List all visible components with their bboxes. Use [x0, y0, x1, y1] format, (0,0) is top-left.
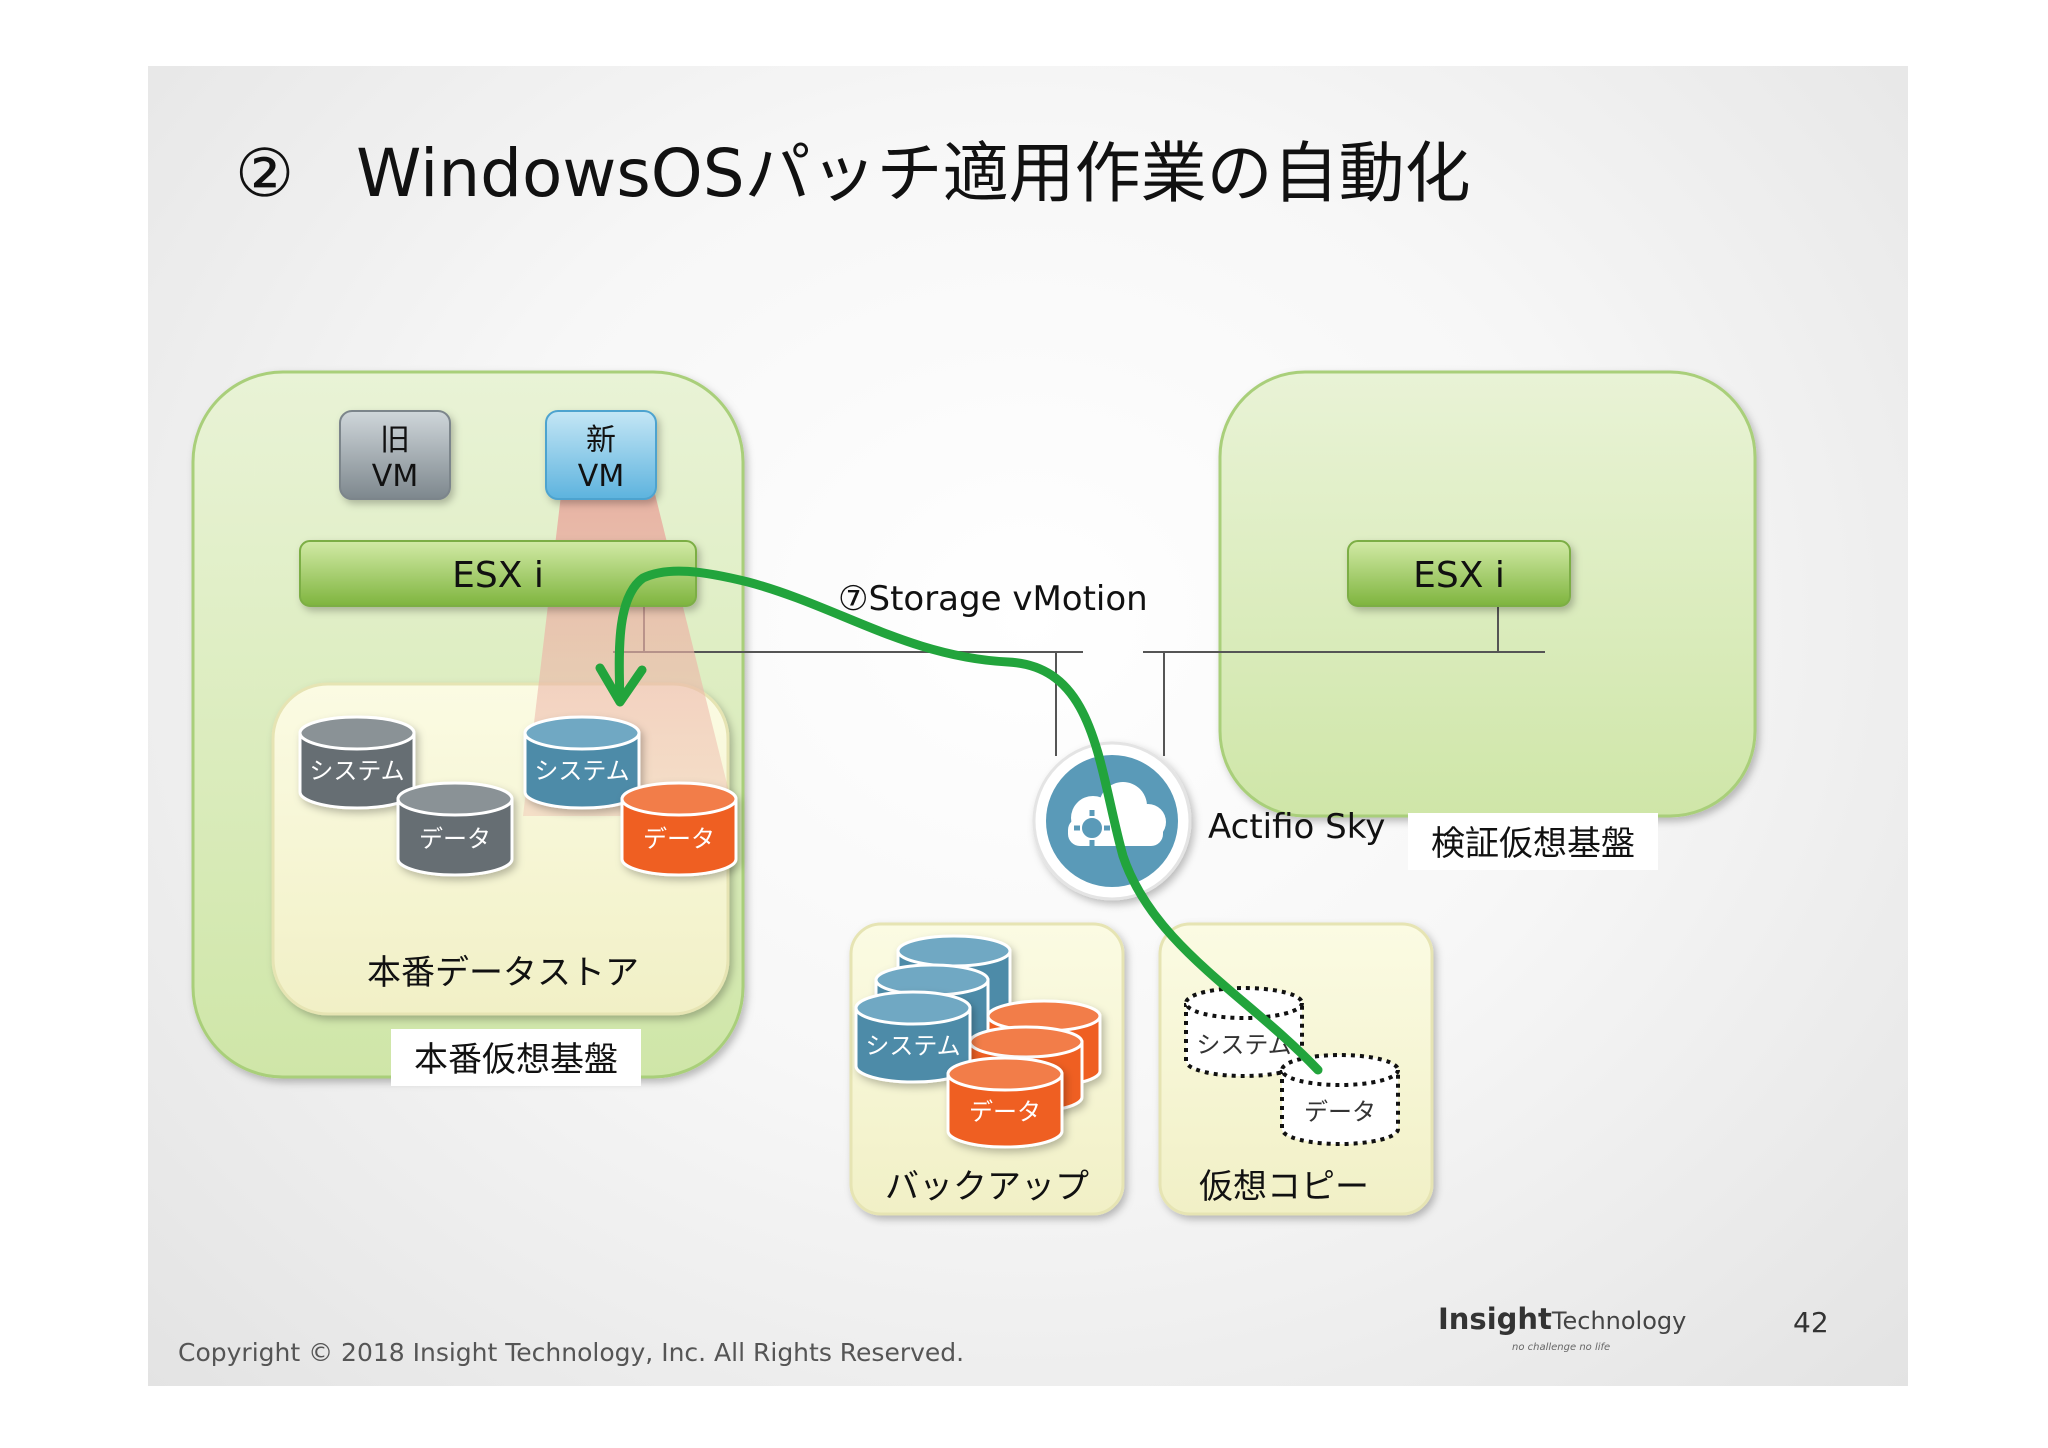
- prod-data-cylinder: [396, 781, 514, 877]
- new-vm-line1: 新: [586, 423, 616, 458]
- esxi-right: [1347, 540, 1571, 607]
- new-system-cylinder: [523, 715, 641, 810]
- logo-tagline: no challenge no life: [1512, 1342, 1611, 1353]
- old-vm-line2: VM: [372, 459, 418, 494]
- vcopy-data-label: データ: [1304, 1098, 1376, 1126]
- esxi-right-label: ESX i: [1413, 555, 1505, 596]
- prod-system-cylinder: [298, 715, 416, 810]
- old-vm-line1: 旧: [380, 423, 410, 458]
- prod-datastore-label: 本番データストア: [367, 953, 639, 993]
- esxi-left-label: ESX i: [452, 555, 544, 596]
- gear-icon: [1078, 814, 1106, 842]
- prod-data-label: データ: [419, 825, 491, 853]
- new-data-label: データ: [643, 825, 715, 853]
- gear-icon-teeth: [1074, 810, 1110, 846]
- prod-platform-label-bg: [391, 1029, 641, 1086]
- new-system-label: システム: [534, 757, 629, 785]
- verify-platform-label: 検証仮想基盤: [1431, 824, 1635, 864]
- virtual-copy-label: 仮想コピー: [1199, 1167, 1369, 1207]
- actifio-label: Actifio Sky: [1208, 807, 1385, 847]
- prod-system-label: システム: [309, 757, 404, 785]
- prod-platform-label: 本番仮想基盤: [414, 1040, 618, 1080]
- page-number: 42: [1793, 1306, 1829, 1339]
- vcopy-system-cylinder: [1184, 986, 1304, 1078]
- new-vm-line2: VM: [578, 459, 624, 494]
- backup-system-cylinder: [854, 990, 972, 1084]
- backup-data-label: データ: [969, 1098, 1041, 1126]
- migration-arrow: [595, 566, 1323, 1075]
- backup-data-cylinder: [946, 1056, 1064, 1149]
- new-data-cylinder: [620, 781, 738, 877]
- backup-system-label: システム: [865, 1032, 960, 1060]
- insight-technology-logo: InsightTechnology: [1438, 1302, 1687, 1336]
- architecture-diagram: ESX i ESX i 旧 VM 新 VM システム データ システム データ: [191, 370, 1757, 1216]
- copyright-text: Copyright © 2018 Insight Technology, Inc…: [178, 1338, 965, 1367]
- old-vm-box[interactable]: [339, 410, 451, 500]
- new-vm-box[interactable]: [545, 410, 657, 500]
- backup-label: バックアップ: [885, 1167, 1089, 1207]
- verify-platform-label-bg: [1408, 813, 1658, 870]
- storage-vmotion-label: ⑦Storage vMotion: [838, 579, 1148, 619]
